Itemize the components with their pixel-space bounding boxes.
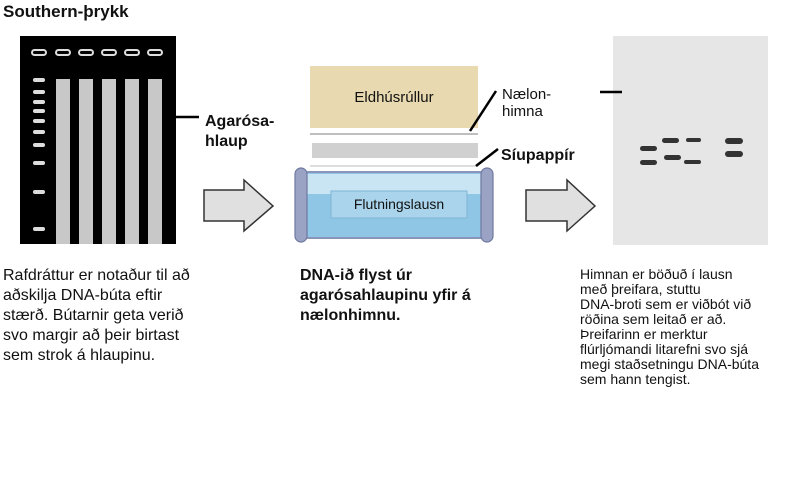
step1-line: aðskilja DNA-búta eftir: [3, 287, 163, 304]
step1-line: svo margir að þeir birtast: [3, 327, 180, 344]
step1-description: Rafdráttur er notaður til að aðskilja DN…: [3, 266, 190, 366]
ladder-band: [33, 190, 45, 194]
probe-band: [640, 146, 657, 151]
ladder-bands: [33, 78, 45, 231]
step2-description: DNA-ið flyst úr agarósahlaupinu yfir á n…: [300, 266, 471, 326]
step3-description: Himnan er böðuð í lausn með þreifara, st…: [580, 267, 759, 387]
step3-line: megi staðsetningu DNA-búta: [580, 356, 759, 372]
step3-line: Þreifarinn er merktur: [580, 326, 708, 342]
probe-band: [725, 151, 743, 157]
agarose-label-line: hlaup: [205, 133, 248, 150]
ladder-band: [33, 90, 45, 94]
probe-band: [640, 160, 657, 165]
membrane-bands: [640, 138, 743, 165]
step2-line: nælonhimnu.: [300, 307, 401, 324]
transfer-tray: [294, 167, 494, 243]
ladder-band: [33, 143, 45, 147]
solution-label-box: [330, 190, 468, 219]
gel-lane: [148, 79, 162, 244]
gel-lane: [102, 79, 116, 244]
gel-well: [147, 49, 163, 56]
agarose-gel-label: Agarósa- hlaup: [205, 112, 274, 152]
gel-wells: [31, 49, 163, 56]
gel-lanes: [56, 79, 162, 244]
agarose-gel: [20, 36, 176, 244]
step3-line: flúrljómandi litarefni svo sjá: [580, 341, 749, 357]
paper-towel-label: Eldhúsrúllur: [354, 89, 434, 106]
step1-line: stærð. Bútarnir geta verið: [3, 307, 184, 324]
probe-band: [684, 160, 701, 164]
step3-line: sem hann tengist.: [580, 371, 691, 387]
gel-lane: [79, 79, 93, 244]
gel-well: [78, 49, 94, 56]
step3-line: DNA-broti sem er viðbót við: [580, 296, 752, 312]
tray-right-wall: [480, 167, 494, 243]
ladder-band: [33, 109, 45, 113]
step3-line: röðina sem leitað er að.: [580, 311, 727, 327]
step3-line: Himnan er böðuð í lausn: [580, 266, 733, 282]
step1-line: sem strok á hlaupinu.: [3, 347, 156, 364]
filter-paper-label: Síupappír: [501, 147, 575, 164]
gel-lane: [125, 79, 139, 244]
ladder-band: [33, 227, 45, 231]
probe-band: [725, 138, 743, 144]
probe-band: [662, 138, 679, 143]
gel-well: [31, 49, 47, 56]
nylon-leader-line: [468, 90, 498, 132]
gel-well: [101, 49, 117, 56]
transfer-solution-label: Flutningslausn: [353, 196, 445, 212]
arrow-right-icon: [203, 178, 275, 233]
agarose-label-line: Agarósa-: [205, 113, 275, 130]
step2-line: agarósahlaupinu yfir á: [300, 287, 471, 304]
paper-towel-block: [310, 66, 478, 128]
arrow-right-icon: [525, 178, 597, 233]
nylon-label-line: Nælon-: [502, 86, 552, 103]
tray-highlight: [303, 174, 485, 194]
step1-line: Rafdráttur er notaður til að: [3, 267, 190, 284]
nylon-membrane-label: Nælon- himna: [502, 86, 551, 120]
tray-left-wall: [294, 167, 308, 243]
ladder-band: [33, 100, 45, 104]
step3-line: með þreifara, stuttu: [580, 281, 701, 297]
filter-paper-layer: [312, 143, 478, 158]
nylon-label-line: himna: [502, 103, 543, 120]
ladder-band: [33, 78, 45, 82]
gel-well: [124, 49, 140, 56]
gel-well: [55, 49, 71, 56]
probe-band: [664, 155, 681, 160]
ladder-band: [33, 130, 45, 134]
probe-band: [686, 138, 701, 142]
ladder-band: [33, 119, 45, 123]
diagram-title: Southern-þrykk: [3, 2, 129, 21]
gel-lane: [56, 79, 70, 244]
ladder-band: [33, 161, 45, 165]
filter-leader-line: [475, 148, 499, 167]
step2-line: DNA-ið flyst úr: [300, 267, 412, 284]
